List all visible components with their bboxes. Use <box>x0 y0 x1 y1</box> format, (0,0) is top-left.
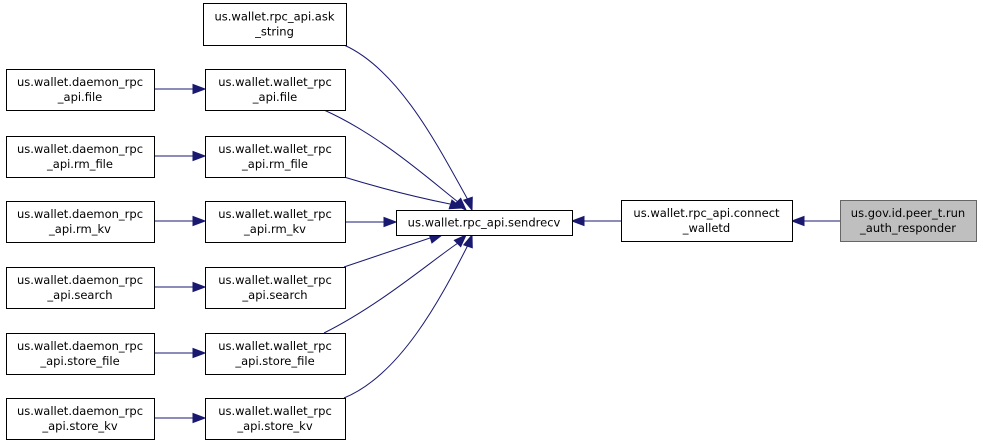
node-box[interactable] <box>6 398 155 440</box>
node-box[interactable] <box>6 333 155 375</box>
edge-d_store_kv-to-w_store_kv <box>154 412 207 424</box>
node-label-line: _string <box>254 25 294 39</box>
node-label-line: _api.search <box>46 288 112 302</box>
node-d-file[interactable]: us.wallet.daemon_rpc_api.file <box>6 69 155 111</box>
edge-line <box>343 244 469 399</box>
arrowhead-icon <box>192 215 207 227</box>
node-label-line: _api.rm_file <box>46 157 113 171</box>
node-box[interactable] <box>205 398 346 440</box>
edge-sendrecv-to-connect_walletd <box>570 215 621 227</box>
node-connect-walletd[interactable]: us.wallet.rpc_api.connect_walletd <box>621 200 793 242</box>
node-label-line: us.wallet.daemon_rpc <box>17 207 143 221</box>
node-label-line: _api.file <box>57 90 102 104</box>
node-label-line: us.wallet.daemon_rpc <box>17 404 143 418</box>
node-label-line: _api.rm_kv <box>243 222 306 236</box>
node-label-line: us.wallet.wallet_rpc <box>218 273 332 287</box>
arrowhead-icon <box>790 215 805 227</box>
node-d-store-file[interactable]: us.wallet.daemon_rpc_api.store_file <box>6 333 155 375</box>
node-label-line: us.wallet.wallet_rpc <box>218 75 332 89</box>
node-d-rm-file[interactable]: us.wallet.daemon_rpc_api.rm_file <box>6 136 155 178</box>
node-label-line: us.gov.id.peer_t.run <box>851 206 965 220</box>
node-label-line: _walletd <box>682 221 730 235</box>
node-box[interactable] <box>6 267 155 309</box>
node-label-line: _api.store_kv <box>236 419 312 433</box>
edge-line <box>343 44 469 201</box>
arrowhead-icon <box>462 233 473 249</box>
node-label-line: us.wallet.daemon_rpc <box>17 339 143 353</box>
node-label-line: us.wallet.rpc_api.ask <box>214 10 334 24</box>
node-box[interactable] <box>205 136 346 178</box>
node-sendrecv[interactable]: us.wallet.rpc_api.sendrecv <box>396 210 573 236</box>
edge-d_store_file-to-w_store_file <box>154 347 207 359</box>
node-box[interactable] <box>6 136 155 178</box>
node-w-search[interactable]: us.wallet.wallet_rpc_api.search <box>205 267 346 309</box>
node-ask-string[interactable]: us.wallet.rpc_api.ask_string <box>203 3 347 46</box>
node-w-store-file[interactable]: us.wallet.wallet_rpc_api.store_file <box>205 333 346 375</box>
node-label-line: _api.rm_kv <box>48 222 111 236</box>
edge-line <box>323 109 459 203</box>
node-label-line: _api.store_kv <box>41 419 117 433</box>
node-label-line: us.wallet.wallet_rpc <box>218 404 332 418</box>
node-d-search[interactable]: us.wallet.daemon_rpc_api.search <box>6 267 155 309</box>
edge-d_rm_kv-to-w_rm_kv <box>154 215 207 227</box>
node-label-line: us.wallet.daemon_rpc <box>17 75 143 89</box>
edge-w_search-to-sendrecv <box>343 233 444 268</box>
node-box[interactable] <box>203 3 347 46</box>
arrowhead-icon <box>192 83 207 95</box>
node-label-line: us.wallet.wallet_rpc <box>218 142 332 156</box>
arrowhead-icon <box>383 216 398 228</box>
arrowhead-icon <box>453 233 468 248</box>
node-d-rm-kv[interactable]: us.wallet.daemon_rpc_api.rm_kv <box>6 201 155 243</box>
node-box[interactable] <box>205 267 346 309</box>
edge-w_rm_file-to-sendrecv <box>343 176 464 210</box>
edge-line <box>343 237 431 268</box>
node-w-store-kv[interactable]: us.wallet.wallet_rpc_api.store_kv <box>205 398 346 440</box>
edge-line <box>323 242 459 334</box>
edge-line <box>343 176 451 205</box>
node-label-line: us.wallet.wallet_rpc <box>218 339 332 353</box>
node-w-rm-file[interactable]: us.wallet.wallet_rpc_api.rm_file <box>205 136 346 178</box>
node-label-line: us.wallet.daemon_rpc <box>17 142 143 156</box>
node-box[interactable] <box>621 200 793 242</box>
node-label-line: _api.store_file <box>39 354 119 368</box>
edge-d_search-to-w_search <box>154 281 207 293</box>
node-w-file[interactable]: us.wallet.wallet_rpc_api.file <box>205 69 346 111</box>
edge-w_store_file-to-sendrecv <box>323 233 468 334</box>
arrowhead-icon <box>462 196 473 212</box>
node-run-auth[interactable]: us.gov.id.peer_t.run_auth_responder <box>840 200 977 242</box>
node-label-line: us.wallet.daemon_rpc <box>17 273 143 287</box>
edges-layer <box>154 44 840 424</box>
node-box[interactable] <box>396 210 573 236</box>
node-label-line: _api.store_file <box>234 354 314 368</box>
node-label-line: _api.file <box>252 90 297 104</box>
arrowhead-icon <box>570 215 585 227</box>
arrowhead-icon <box>448 199 464 210</box>
arrowhead-icon <box>192 347 207 359</box>
node-box[interactable] <box>6 69 155 111</box>
arrowhead-icon <box>192 281 207 293</box>
node-label-line: us.wallet.wallet_rpc <box>218 207 332 221</box>
edge-w_rm_kv-to-sendrecv <box>344 216 398 228</box>
edge-ask_string-to-sendrecv <box>343 44 473 212</box>
node-label-line: _api.rm_file <box>241 157 308 171</box>
node-d-store-kv[interactable]: us.wallet.daemon_rpc_api.store_kv <box>6 398 155 440</box>
node-label-line: us.wallet.rpc_api.sendrecv <box>408 216 561 230</box>
edge-d_file-to-w_file <box>154 83 207 95</box>
edge-d_rm_file-to-w_rm_file <box>154 150 207 162</box>
node-box[interactable] <box>205 201 346 243</box>
edge-w_store_kv-to-sendrecv <box>343 233 473 399</box>
nodes-layer: us.gov.id.peer_t.run_auth_responder us.wa… <box>6 3 977 440</box>
edge-connect_walletd-to-run_auth <box>790 215 840 227</box>
arrowhead-icon <box>192 150 207 162</box>
node-box[interactable] <box>840 200 977 242</box>
node-label-line: _auth_responder <box>859 221 956 235</box>
node-box[interactable] <box>205 333 346 375</box>
arrowhead-icon <box>192 412 207 424</box>
node-box[interactable] <box>6 201 155 243</box>
node-box[interactable] <box>205 69 346 111</box>
node-w-rm-kv[interactable]: us.wallet.wallet_rpc_api.rm_kv <box>205 201 346 243</box>
node-label-line: _api.search <box>241 288 307 302</box>
node-label-line: us.wallet.rpc_api.connect <box>633 206 780 220</box>
